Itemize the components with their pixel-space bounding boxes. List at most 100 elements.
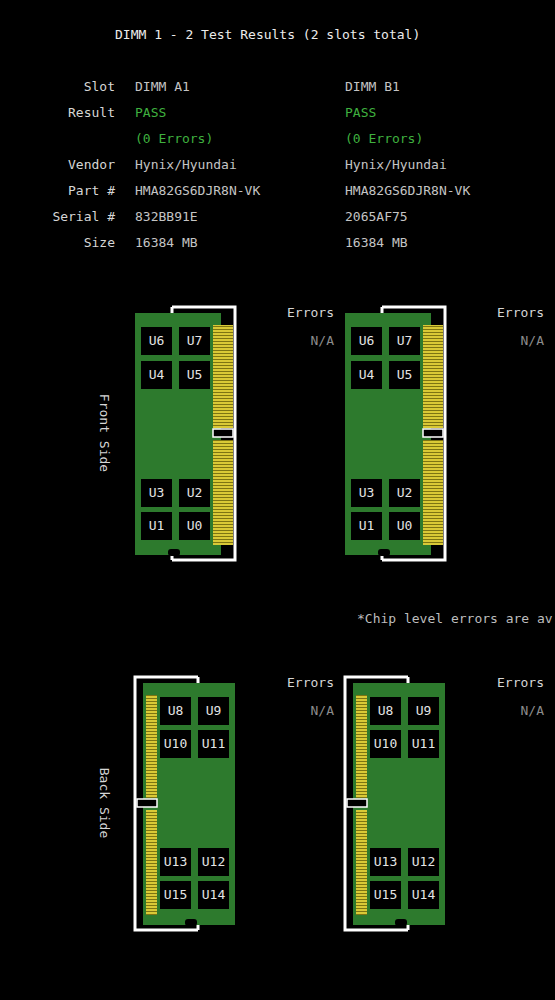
memory-chip: U0 bbox=[179, 512, 210, 540]
chip-label: U12 bbox=[202, 854, 225, 870]
label-text: 832BB91E bbox=[135, 209, 198, 224]
chip-label: U14 bbox=[412, 887, 435, 903]
label-text: Hynix/Hyundai bbox=[135, 157, 237, 172]
chip-label: U3 bbox=[359, 485, 375, 501]
memory-chip: U4 bbox=[351, 361, 382, 389]
field-label: Size bbox=[84, 235, 115, 251]
chip-label: U12 bbox=[412, 854, 435, 870]
memory-chip: U7 bbox=[179, 327, 210, 355]
field-value: HMA82GS6DJR8N-VK bbox=[135, 183, 260, 199]
label-text: Back Side bbox=[97, 768, 112, 838]
label-text: PASS bbox=[135, 105, 166, 120]
chip-label: U15 bbox=[374, 887, 397, 903]
chip-label: U7 bbox=[187, 333, 203, 349]
memory-chip: U3 bbox=[351, 479, 382, 507]
label-text: Part # bbox=[68, 183, 115, 198]
errors-heading: Errors bbox=[497, 305, 544, 321]
chip-label: U1 bbox=[149, 518, 165, 534]
chip-label: U4 bbox=[359, 367, 375, 383]
field-label: Slot bbox=[84, 79, 115, 95]
memory-chip: U12 bbox=[408, 848, 439, 876]
label-text: *Chip level errors are av bbox=[357, 611, 553, 626]
chip-label: U5 bbox=[397, 367, 413, 383]
dimm-board bbox=[345, 677, 445, 930]
label-text: Errors bbox=[287, 305, 334, 320]
field-label: Vendor bbox=[68, 157, 115, 173]
chip-label: U2 bbox=[397, 485, 413, 501]
field-value: DIMM B1 bbox=[345, 79, 400, 95]
memory-chip: U15 bbox=[160, 881, 191, 909]
label-text: 16384 MB bbox=[135, 235, 198, 250]
chip-label: U1 bbox=[359, 518, 375, 534]
memory-chip: U9 bbox=[408, 697, 439, 725]
label-text: (0 Errors) bbox=[135, 131, 213, 146]
chip-label: U4 bbox=[149, 367, 165, 383]
memory-chip: U12 bbox=[198, 848, 229, 876]
memory-chip: U8 bbox=[160, 697, 191, 725]
chip-label: U11 bbox=[202, 736, 225, 752]
chip-label: U13 bbox=[374, 854, 397, 870]
label-text: 16384 MB bbox=[345, 235, 408, 250]
chip-label: U3 bbox=[149, 485, 165, 501]
error-count: (0 Errors) bbox=[135, 131, 213, 147]
chip-label: U6 bbox=[359, 333, 375, 349]
chip-label: U15 bbox=[164, 887, 187, 903]
chip-label: U11 bbox=[412, 736, 435, 752]
label-text: N/A bbox=[521, 333, 544, 348]
errors-heading: Errors bbox=[287, 305, 334, 321]
memory-chip: U11 bbox=[198, 730, 229, 758]
dimm-board bbox=[345, 307, 445, 560]
chip-label: U10 bbox=[374, 736, 397, 752]
errors-value: N/A bbox=[311, 703, 334, 719]
label-text: N/A bbox=[311, 333, 334, 348]
errors-value: N/A bbox=[311, 333, 334, 349]
memory-chip: U2 bbox=[389, 479, 420, 507]
dimm-board bbox=[135, 307, 235, 560]
field-value: DIMM A1 bbox=[135, 79, 190, 95]
memory-chip: U14 bbox=[408, 881, 439, 909]
chip-label: U10 bbox=[164, 736, 187, 752]
label-text: Slot bbox=[84, 79, 115, 94]
memory-chip: U6 bbox=[351, 327, 382, 355]
result-status: PASS bbox=[135, 105, 166, 121]
memory-chip: U7 bbox=[389, 327, 420, 355]
chip-label: U5 bbox=[187, 367, 203, 383]
field-label: Part # bbox=[68, 183, 115, 199]
chip-label: U0 bbox=[187, 518, 203, 534]
field-value: Hynix/Hyundai bbox=[345, 157, 447, 173]
label-text: PASS bbox=[345, 105, 376, 120]
chip-label: U0 bbox=[397, 518, 413, 534]
memory-chip: U4 bbox=[141, 361, 172, 389]
memory-chip: U2 bbox=[179, 479, 210, 507]
memory-chip: U1 bbox=[351, 512, 382, 540]
field-label: Serial # bbox=[52, 209, 115, 225]
field-value: 16384 MB bbox=[135, 235, 198, 251]
memory-chip: U14 bbox=[198, 881, 229, 909]
label-text: (0 Errors) bbox=[345, 131, 423, 146]
label-text: Size bbox=[84, 235, 115, 250]
memory-chip: U0 bbox=[389, 512, 420, 540]
error-count: (0 Errors) bbox=[345, 131, 423, 147]
field-label: Result bbox=[68, 105, 115, 121]
memory-chip: U13 bbox=[370, 848, 401, 876]
title: DIMM 1 - 2 Test Results (2 slots total) bbox=[115, 27, 420, 43]
label-text: Vendor bbox=[68, 157, 115, 172]
result-status: PASS bbox=[345, 105, 376, 121]
memory-chip: U6 bbox=[141, 327, 172, 355]
label-text: Errors bbox=[497, 305, 544, 320]
errors-heading: Errors bbox=[497, 675, 544, 691]
label-text: Front Side bbox=[97, 394, 112, 472]
label-text: HMA82GS6DJR8N-VK bbox=[345, 183, 470, 198]
field-value: HMA82GS6DJR8N-VK bbox=[345, 183, 470, 199]
memory-chip: U15 bbox=[370, 881, 401, 909]
label-text: Hynix/Hyundai bbox=[345, 157, 447, 172]
errors-value: N/A bbox=[521, 333, 544, 349]
footnote: *Chip level errors are av bbox=[357, 611, 553, 627]
memory-chip: U13 bbox=[160, 848, 191, 876]
memory-chip: U11 bbox=[408, 730, 439, 758]
field-value: 16384 MB bbox=[345, 235, 408, 251]
side-label: Front Side bbox=[96, 394, 112, 472]
chip-label: U7 bbox=[397, 333, 413, 349]
chip-label: U8 bbox=[168, 703, 184, 719]
